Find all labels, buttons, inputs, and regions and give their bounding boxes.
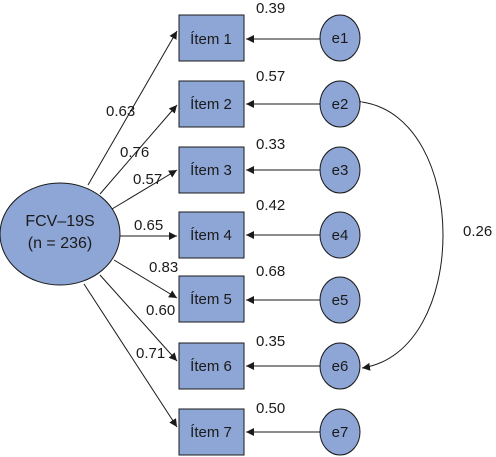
loading-arrow-2 (99, 104, 178, 195)
item-label: Ítem 6 (190, 358, 232, 375)
latent-factor-oval (0, 182, 121, 286)
latent-factor-name: FCV–19S (25, 213, 94, 230)
loading-arrow-3 (111, 169, 178, 210)
error-oval-4: e4 (319, 211, 361, 259)
error-label: e4 (332, 227, 349, 244)
error-oval-2: e2 (319, 80, 361, 128)
item-box-6: Ítem 6 (178, 342, 245, 390)
item-box-3: Ítem 3 (178, 146, 245, 194)
item-box-5: Ítem 5 (178, 275, 245, 323)
item-label: Ítem 5 (190, 291, 232, 308)
loading-label-2: 0.76 (120, 144, 149, 161)
r2-label-3: 0.33 (256, 136, 285, 153)
item-label: Ítem 4 (190, 227, 232, 244)
covariance-arc (353, 96, 444, 371)
item-box-2: Ítem 2 (178, 80, 245, 128)
error-oval-3: e3 (319, 146, 361, 194)
loading-label-6: 0.60 (146, 302, 175, 319)
loading-arrow-7 (83, 283, 178, 428)
error-label: e5 (332, 292, 349, 309)
loading-label-5: 0.83 (149, 259, 178, 276)
covariance-label: 0.26 (463, 223, 492, 240)
loading-arrow-1 (87, 30, 178, 186)
r2-label-1: 0.39 (256, 0, 285, 17)
item-box-1: Ítem 1 (178, 14, 245, 62)
error-label: e7 (332, 424, 349, 441)
item-box-4: Ítem 4 (178, 211, 245, 259)
latent-factor-sample: (n = 236) (28, 235, 92, 252)
item-label: Ítem 3 (190, 162, 232, 179)
loading-label-4: 0.65 (134, 217, 163, 234)
item-label: Ítem 1 (190, 31, 232, 48)
loading-label-1: 0.63 (106, 103, 135, 120)
error-oval-1: e1 (319, 14, 361, 62)
error-label: e3 (332, 162, 349, 179)
loading-label-3: 0.57 (133, 171, 162, 188)
error-label: e6 (332, 358, 349, 375)
error-oval-7: e7 (319, 408, 361, 456)
error-label: e2 (332, 96, 349, 113)
item-label: Ítem 2 (190, 96, 232, 113)
loading-arrow-5 (113, 259, 178, 299)
error-oval-6: e6 (319, 342, 361, 390)
r2-label-5: 0.68 (256, 263, 285, 280)
r2-label-4: 0.42 (256, 197, 285, 214)
item-label: Ítem 7 (190, 424, 232, 441)
r2-label-2: 0.57 (256, 68, 285, 85)
loading-label-7: 0.71 (136, 345, 165, 362)
r2-label-6: 0.35 (256, 333, 285, 350)
error-oval-5: e5 (319, 276, 361, 324)
r2-label-7: 0.50 (256, 400, 285, 417)
loading-arrow-6 (99, 274, 178, 362)
item-box-7: Ítem 7 (178, 408, 245, 456)
error-label: e1 (332, 30, 349, 47)
